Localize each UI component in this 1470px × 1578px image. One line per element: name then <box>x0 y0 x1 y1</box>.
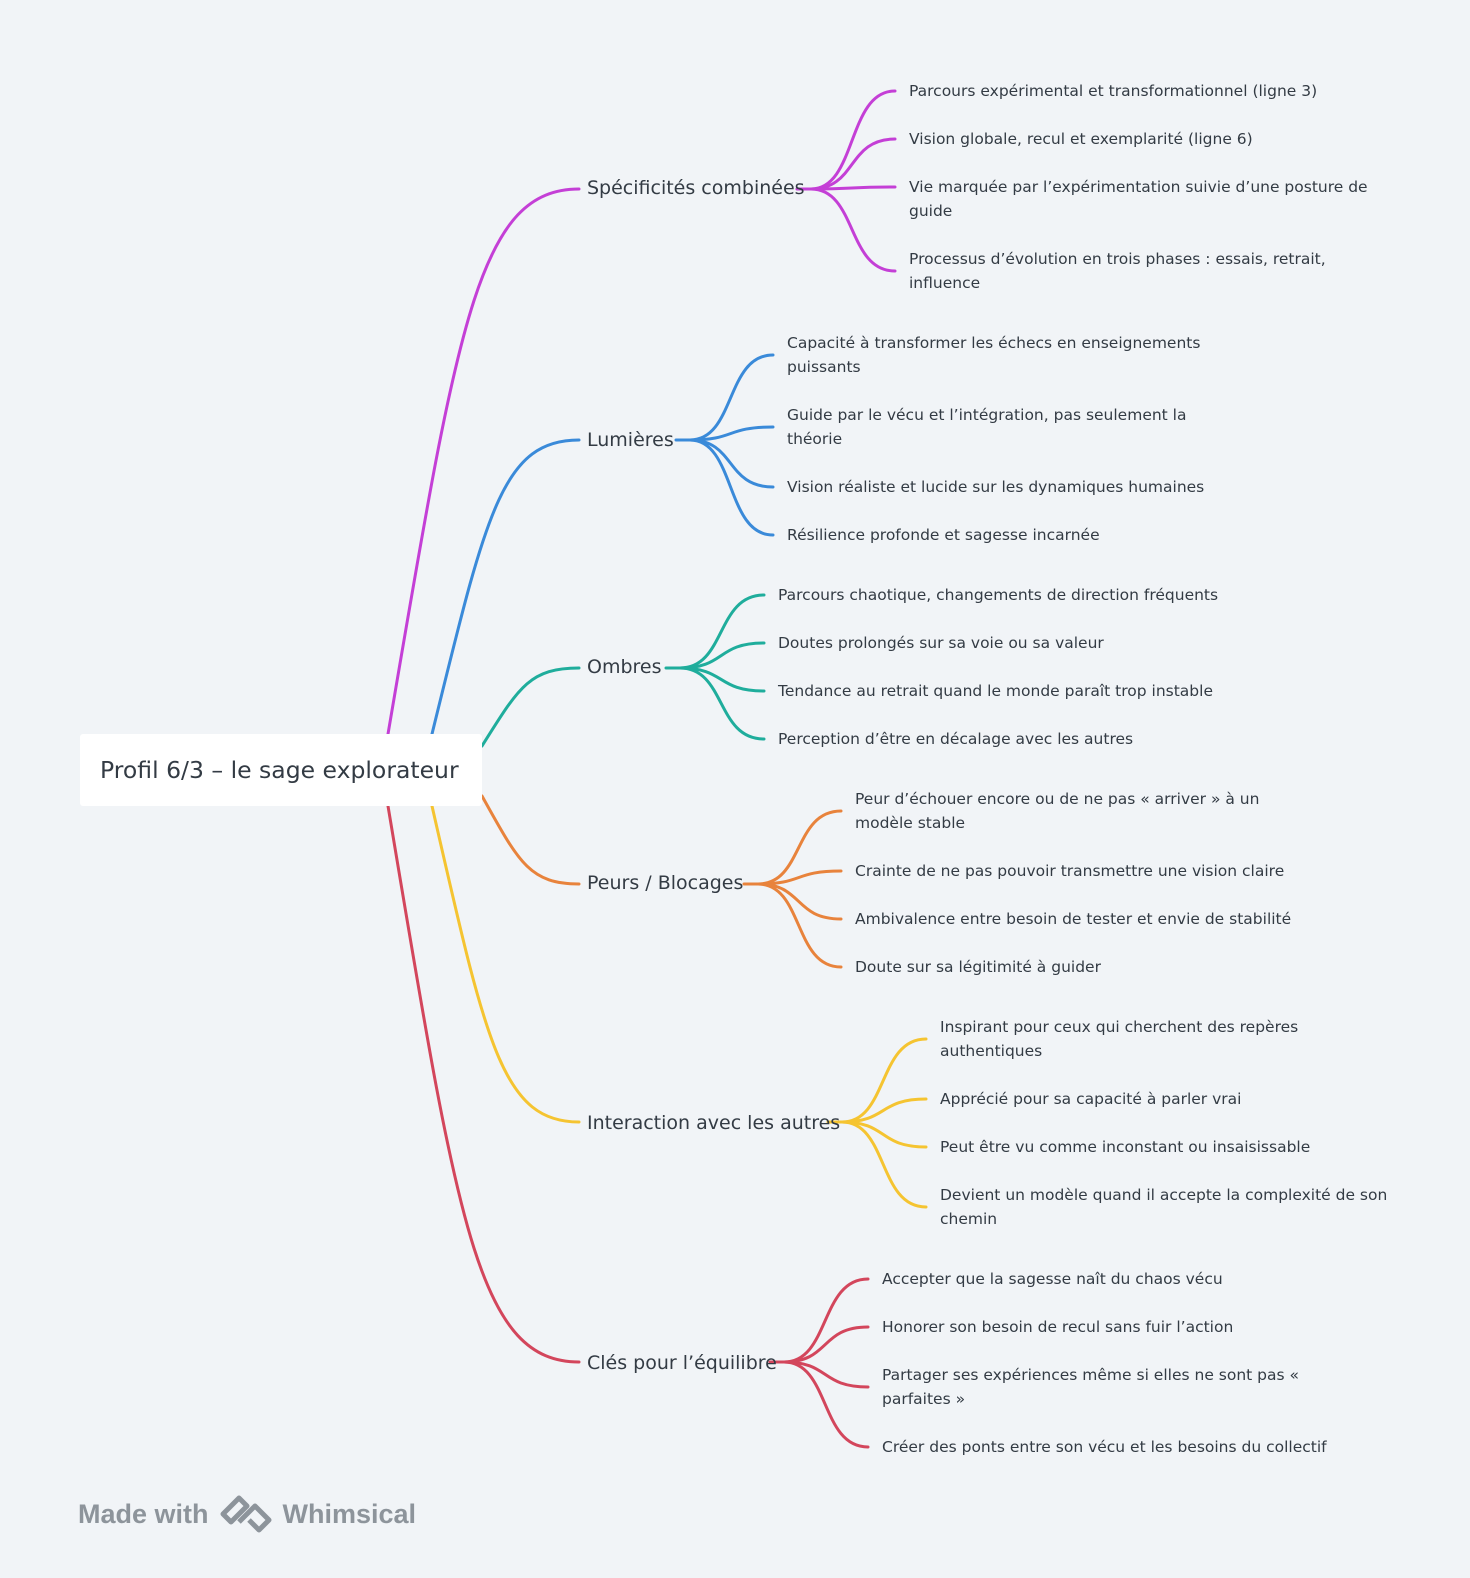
branch-leaf-connector <box>782 1360 870 1449</box>
branch-leaf-connector <box>840 1120 928 1149</box>
leaf-node[interactable]: Peur d’échouer encore ou de ne pas « arr… <box>855 790 1260 832</box>
root-branch-connector <box>386 804 581 1364</box>
branch-leaf-connector <box>809 185 897 191</box>
whimsical-brand-label: Whimsical <box>282 1498 417 1529</box>
branch-leaf-connector <box>678 641 766 670</box>
branch-leaf-connector <box>756 809 843 886</box>
root-branch-connector <box>430 804 581 1124</box>
branch-leaf-connector <box>678 593 766 670</box>
root-branch-connector <box>386 187 581 736</box>
leaf-node[interactable]: Inspirant pour ceux qui cherchent des re… <box>940 1018 1299 1060</box>
root-branch-connector <box>430 438 581 736</box>
leaf-node[interactable]: Ambivalence entre besoin de tester et en… <box>855 910 1292 928</box>
leaf-node[interactable]: Doutes prolongés sur sa voie ou sa valeu… <box>778 634 1104 652</box>
branch-node-cles-equilibre[interactable]: Clés pour l’équilibre <box>587 1351 777 1375</box>
branch-node-specificites[interactable]: Spécificités combinées <box>587 176 805 200</box>
leaf-node[interactable]: Parcours chaotique, changements de direc… <box>778 586 1219 604</box>
branch-leaf-connector <box>809 89 897 191</box>
made-with-label: Made with <box>78 1498 209 1529</box>
leaf-node[interactable]: Capacité à transformer les échecs en ens… <box>787 334 1201 376</box>
leaf-node[interactable]: Perception d’être en décalage avec les a… <box>778 730 1134 748</box>
branch-leaf-connector <box>688 438 775 537</box>
leaf-node[interactable]: Vie marquée par l’expérimentation suivie… <box>909 178 1368 220</box>
leaf-node[interactable]: Processus d’évolution en trois phases : … <box>909 250 1326 292</box>
branch-leaf-connector <box>688 353 775 442</box>
branch-leaf-connector <box>678 666 766 741</box>
branch-leaf-connector <box>840 1037 928 1124</box>
branch-label: Peurs / Blocages <box>587 872 744 894</box>
leaf-node[interactable]: Peut être vu comme inconstant ou insaisi… <box>940 1138 1311 1156</box>
branch-node-peurs-blocages[interactable]: Peurs / Blocages <box>587 871 743 895</box>
branch-leaf-connector <box>756 882 843 921</box>
leaf-node[interactable]: Tendance au retrait quand le monde paraî… <box>778 682 1213 700</box>
branch-leaf-connector <box>688 438 775 489</box>
branch-node-lumieres[interactable]: Lumières <box>587 428 674 452</box>
root-node-label: Profil 6/3 – le sage explorateur <box>100 756 459 784</box>
leaf-node[interactable]: Crainte de ne pas pouvoir transmettre un… <box>855 862 1285 880</box>
leaf-node[interactable]: Honorer son besoin de recul sans fuir l’… <box>882 1318 1234 1336</box>
branch-leaf-connector <box>756 869 843 886</box>
leaf-node[interactable]: Résilience profonde et sagesse incarnée <box>787 526 1100 544</box>
leaf-node[interactable]: Accepter que la sagesse naît du chaos vé… <box>882 1270 1223 1288</box>
leaf-node[interactable]: Doute sur sa légitimité à guider <box>855 958 1101 976</box>
branch-label: Spécificités combinées <box>587 177 805 199</box>
branch-leaf-connector <box>782 1360 870 1389</box>
branch-leaf-connector <box>840 1120 928 1209</box>
leaf-node[interactable]: Partager ses expériences même si elles n… <box>882 1366 1299 1408</box>
branch-node-ombres[interactable]: Ombres <box>587 655 662 679</box>
branch-node-interaction[interactable]: Interaction avec les autres <box>587 1111 840 1135</box>
branch-leaf-connector <box>840 1097 928 1124</box>
branch-leaf-connector <box>809 187 897 273</box>
branch-label: Clés pour l’équilibre <box>587 1352 777 1374</box>
branch-leaf-connector <box>809 137 897 191</box>
whimsical-logo-icon <box>219 1494 273 1534</box>
leaf-node[interactable]: Devient un modèle quand il accepte la co… <box>940 1186 1388 1228</box>
branch-label: Interaction avec les autres <box>587 1112 841 1134</box>
root-branch-connector <box>480 666 581 748</box>
branch-leaf-connector <box>688 425 775 442</box>
root-node[interactable]: Profil 6/3 – le sage explorateur <box>80 734 482 806</box>
branch-label: Lumières <box>587 429 674 451</box>
leaf-node[interactable]: Parcours expérimental et transformationn… <box>909 82 1318 100</box>
branch-leaf-connector <box>756 882 843 969</box>
branch-label: Ombres <box>587 656 662 678</box>
leaf-node[interactable]: Guide par le vécu et l’intégration, pas … <box>787 406 1187 448</box>
leaf-node[interactable]: Apprécié pour sa capacité à parler vrai <box>940 1090 1242 1108</box>
branch-leaf-connector <box>782 1277 870 1364</box>
leaf-node[interactable]: Vision globale, recul et exemplarité (li… <box>909 130 1253 148</box>
leaf-node[interactable]: Créer des ponts entre son vécu et les be… <box>882 1438 1327 1456</box>
leaf-node[interactable]: Vision réaliste et lucide sur les dynami… <box>787 478 1205 496</box>
branch-leaf-connector <box>782 1325 870 1364</box>
made-with-whimsical-badge[interactable]: Made with Whimsical <box>78 1492 416 1536</box>
root-branch-connector <box>480 794 581 886</box>
